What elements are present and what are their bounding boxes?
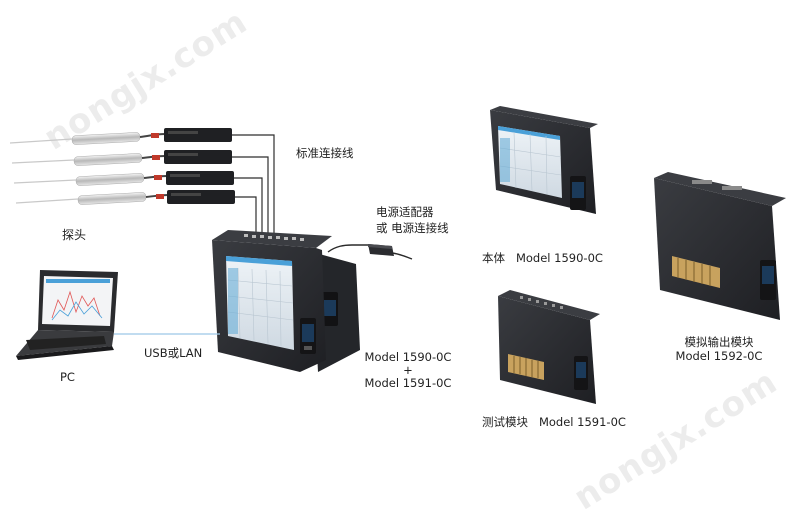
- power-adapter: [327, 244, 413, 260]
- connector-4: [167, 190, 235, 204]
- analog-module-label: 模拟输出模块: [684, 335, 754, 349]
- probe-2: [11, 153, 166, 166]
- analog-output-module-device: [654, 172, 786, 320]
- laptop-pc: [16, 270, 118, 360]
- test-module-model: Model 1591-0C: [538, 415, 626, 429]
- probe-4: [15, 192, 169, 205]
- main-unit-device: [490, 106, 598, 214]
- combo-model-1-label: Model 1590-0C: [364, 350, 452, 364]
- standard-cables: [232, 134, 275, 238]
- power-adapter-label-1: 电源适配器: [376, 205, 434, 219]
- combo-model-2-label: Model 1591-0C: [364, 376, 452, 390]
- pc-label: PC: [60, 370, 75, 384]
- probe-label: 探头: [62, 228, 87, 242]
- test-module-name: 测试模块: [482, 415, 528, 429]
- combined-device: [212, 230, 360, 372]
- main-unit-model: Model 1590-0C: [515, 251, 603, 265]
- analog-module-model-label: Model 1592-0C: [675, 349, 763, 363]
- probe-group: [9, 132, 169, 205]
- probe-3: [13, 173, 168, 186]
- usb-lan-label: USB或LAN: [144, 346, 203, 360]
- main-unit-name: 本体: [482, 251, 505, 265]
- connector-3: [166, 171, 234, 185]
- test-module-device: [498, 290, 600, 404]
- connector-modules: [164, 128, 235, 204]
- test-module-label: 测试模块 Model 1591-0C: [482, 414, 626, 430]
- power-adapter-label-2: 或 电源连接线: [376, 221, 449, 235]
- combo-plus-label: +: [403, 363, 413, 377]
- standard-cable-label: 标准连接线: [296, 146, 354, 160]
- connector-2: [164, 150, 232, 164]
- probe-1: [9, 132, 166, 145]
- main-unit-label: 本体 Model 1590-0C: [482, 250, 603, 266]
- connector-1: [164, 128, 232, 142]
